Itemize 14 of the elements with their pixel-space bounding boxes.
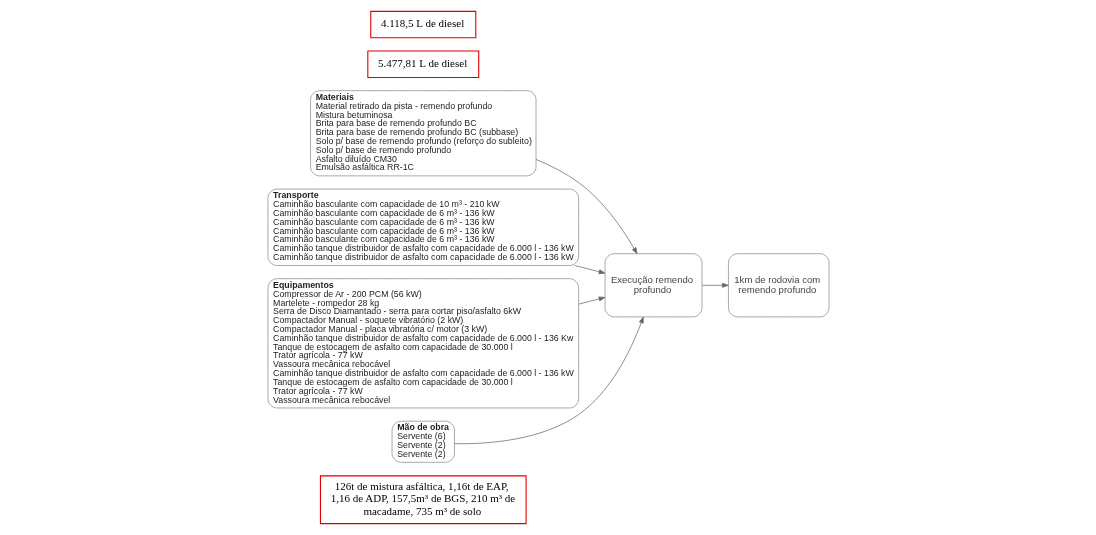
arrow bbox=[573, 265, 605, 275]
node-box: Mão de obra Servente (6) Servente (2) Servente (2) bbox=[391, 420, 455, 463]
node-box: 126t de mistura asfáltica, 1,16t de EAP, 1,16 de ADP, 157,5m³ de BGS, 210 m³ de macadame, 735 m³ de solo bbox=[319, 475, 527, 525]
node-box: Execução remendo profundo bbox=[604, 253, 702, 318]
node-box: 4.118,5 L de diesel bbox=[369, 10, 476, 39]
arrow bbox=[535, 159, 637, 255]
arrow bbox=[453, 316, 644, 445]
node-box: Equipamentos Compressor de Ar - 200 PCM (56 kW) Martelete - rompedor 28 kg Serra de Disco Diamantado - serra para cortar piso/asfalto 6kW Compactador Manual - soquete vibratório (2 kW) Compactador Manual - placa vibratória c/ motor (3 kW) Caminhão tanque distribuidor de asfalto com capacidade de 6.000 l - 136 Kw Tanque de estocagem de asfalto com capacidade de 30.000 l Trator agrícola - 77 kW Vassoura mecânica rebocável Caminhão tanque distribuidor de asfalto com capacidade de 6.000 l - 136 kW Tanque de estocagem de asfalto com capacidade de 30.000 l Trator agrícola - 77 kW Vassoura mecânica rebocável bbox=[267, 278, 579, 409]
node-box: 5.477,81 L de diesel bbox=[366, 50, 479, 78]
node-box: 1km de rodovia com remendo profundo bbox=[727, 253, 829, 318]
node-box: Materiais Material retirado da pista - remendo profundo Mistura betuminosa Brita para base de remendo profundo BC Brita para base de remendo profundo BC (subbase) Solo p/ base de remendo profundo (reforço do subleito) Solo p/ base de remendo profundo Asfalto diluído CM30 Emulsão asfáltica RR-1C bbox=[309, 90, 536, 177]
node-box: Transporte Caminhão basculante com capacidade de 10 m³ - 210 kW Caminhão basculante com capacidade de 6 m³ - 136 kW Caminhão basculante com capacidade de 6 m³ - 136 kW Caminhão basculante com capacidade de 6 m³ - 136 kW Caminhão basculante com capacidade de 6 m³ - 136 kW Caminhão tanque distribuidor de asfalto com capacidade de 6.000 l - 136 kW Caminhão tanque distribuidor de asfalto com capacidade de 6.000 l - 136 kW bbox=[267, 188, 579, 266]
arrow bbox=[701, 282, 729, 288]
arrow bbox=[577, 296, 605, 305]
